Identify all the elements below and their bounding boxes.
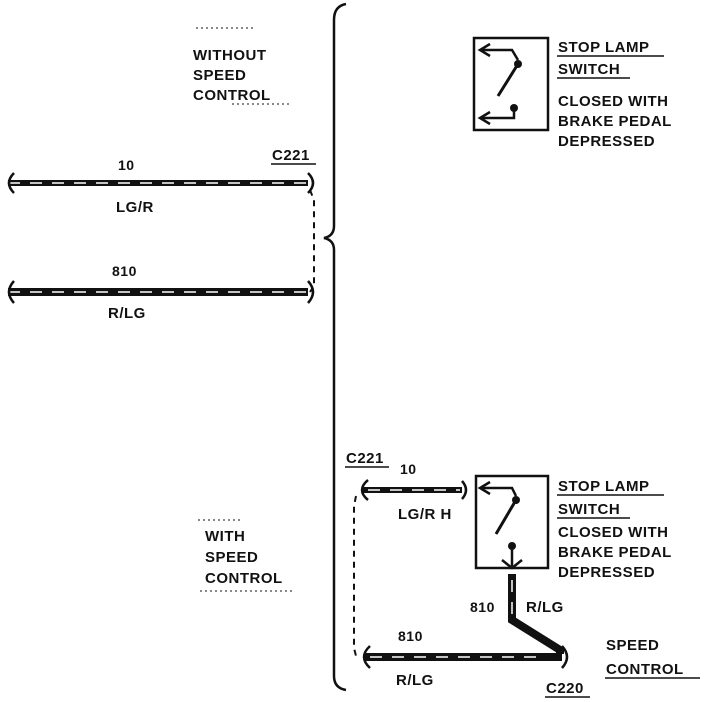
top-section-title: WITHOUT SPEED CONTROL bbox=[193, 27, 290, 105]
switch-desc: BRAKE PEDAL bbox=[558, 544, 672, 561]
speed-control-label: SPEED CONTROL bbox=[605, 637, 700, 679]
switch-title: SWITCH bbox=[558, 501, 620, 518]
section-brace bbox=[323, 2, 347, 692]
module-line: SPEED bbox=[606, 637, 659, 654]
switch-blade bbox=[496, 63, 520, 97]
wire-color: R/LG bbox=[108, 305, 146, 322]
connector-end-icon bbox=[362, 645, 371, 669]
module-line: CONTROL bbox=[606, 661, 684, 678]
switch-box bbox=[472, 36, 550, 132]
switch-desc: CLOSED WITH bbox=[558, 93, 669, 110]
title-line: CONTROL bbox=[193, 87, 271, 104]
title-line: SPEED bbox=[193, 67, 246, 84]
connector-label: C220 bbox=[546, 680, 584, 697]
wire-10-bottom bbox=[360, 479, 468, 501]
title-line: WITH bbox=[205, 528, 245, 545]
wire-end-arrow-icon bbox=[7, 172, 15, 194]
switch-desc: DEPRESSED bbox=[558, 133, 655, 150]
stop-lamp-switch-bottom bbox=[474, 474, 550, 570]
wire-color: R/LG bbox=[526, 599, 564, 616]
switch-desc: DEPRESSED bbox=[558, 564, 655, 581]
connector-jumper bbox=[353, 495, 357, 657]
wire-end-arrow-icon bbox=[461, 480, 468, 500]
wire-color: R/LG bbox=[396, 672, 434, 689]
connector-end-icon bbox=[561, 645, 569, 669]
title-line: WITHOUT bbox=[193, 47, 266, 64]
stop-lamp-switch-top bbox=[472, 36, 550, 132]
connector-end-icon bbox=[307, 280, 315, 304]
switch-label-bottom: STOP LAMP SWITCH CLOSED WITH BRAKE PEDAL… bbox=[557, 478, 672, 581]
switch-contact bbox=[480, 486, 518, 497]
connector-end-icon bbox=[360, 479, 369, 501]
switch-title: STOP LAMP bbox=[558, 478, 649, 495]
connector-label: C221 bbox=[346, 450, 384, 467]
wire-color: LG/R bbox=[116, 199, 154, 216]
connector-jumper bbox=[309, 189, 315, 293]
wire-810-bottom bbox=[362, 645, 569, 669]
title-line: CONTROL bbox=[205, 570, 283, 587]
switch-title: STOP LAMP bbox=[558, 39, 649, 56]
circuit-number: 10 bbox=[118, 157, 135, 173]
wire-10-top bbox=[7, 172, 315, 194]
switch-contact bbox=[480, 48, 520, 61]
wire-810-top bbox=[7, 280, 315, 304]
circuit-number: 810 bbox=[470, 599, 495, 615]
switch-label-top: STOP LAMP SWITCH CLOSED WITH BRAKE PEDAL… bbox=[557, 39, 672, 150]
switch-desc: BRAKE PEDAL bbox=[558, 113, 672, 130]
switch-contact bbox=[480, 108, 516, 120]
wire-810-drop bbox=[508, 574, 564, 654]
bottom-section-title: WITH SPEED CONTROL bbox=[198, 519, 292, 592]
title-line: SPEED bbox=[205, 549, 258, 566]
switch-title: SWITCH bbox=[558, 61, 620, 78]
wire-color: LG/R H bbox=[398, 506, 452, 523]
wire-end-arrow-icon bbox=[7, 280, 15, 304]
switch-terminal-icon bbox=[501, 559, 523, 570]
switch-terminal-icon bbox=[477, 110, 491, 126]
connector-label: C221 bbox=[272, 147, 310, 164]
circuit-number: 10 bbox=[400, 461, 417, 477]
circuit-number: 810 bbox=[112, 263, 137, 279]
circuit-number: 810 bbox=[398, 628, 423, 644]
switch-blade bbox=[494, 499, 518, 535]
switch-desc: CLOSED WITH bbox=[558, 524, 669, 541]
